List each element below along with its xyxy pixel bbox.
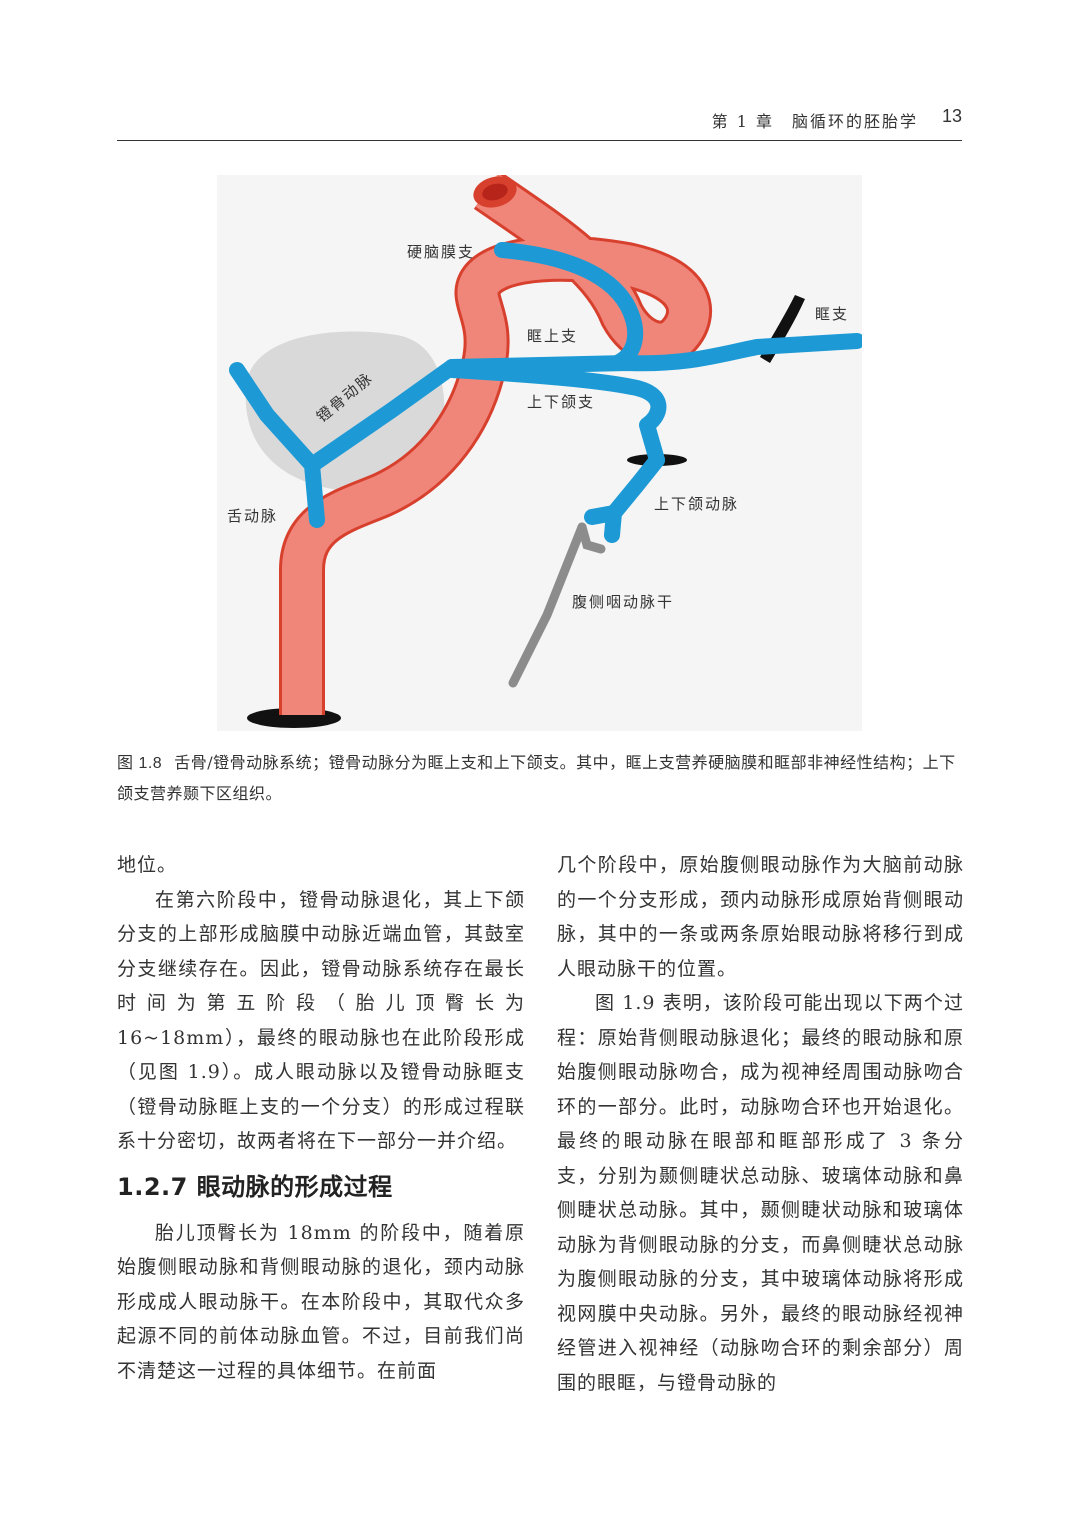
header-page-number: 13 bbox=[941, 106, 962, 126]
body-column-left: 地位。 在第六阶段中，镫骨动脉退化，其上下颌分支的上部形成脑膜中动脉近端血管，其… bbox=[117, 848, 525, 1388]
header-chapter-title: 第 1 章 脑循环的胚胎学 bbox=[711, 112, 918, 131]
label-ventral-pharyngeal-trunk: 腹侧咽动脉干 bbox=[572, 593, 674, 611]
label-maxillomandibular-artery: 上下颌动脉 bbox=[654, 495, 739, 513]
ventral-pharyngeal-trunk-hook bbox=[577, 522, 606, 554]
running-header: 第 1 章 脑循环的胚胎学 13 bbox=[117, 104, 962, 141]
caption-text: 舌骨/镫骨动脉系统；镫骨动脉分为眶上支和上下颌支。其中，眶上支营养硬脑膜和眶部非… bbox=[117, 753, 956, 803]
maxillomandibular-artery-vessel bbox=[604, 452, 665, 543]
label-hyoid-artery: 舌动脉 bbox=[227, 507, 278, 525]
hyoid-artery-vessel bbox=[229, 362, 325, 528]
body-paragraph: 胎儿顶臀长为 18mm 的阶段中，随着原始腹侧眼动脉和背侧眼动脉的退化，颈内动脉… bbox=[117, 1221, 525, 1382]
body-paragraph: 在第六阶段中，镫骨动脉退化，其上下颌分支的上部形成脑膜中动脉近端血管，其鼓室分支… bbox=[117, 888, 525, 1153]
caption-number: 图 1.8 bbox=[117, 755, 163, 772]
label-dural-branch: 硬脑膜支 bbox=[407, 243, 475, 261]
diagram-canvas: 硬脑膜支 眶支 眶上支 镫骨动脉 上下颌支 舌动脉 上下颌动脉 腹侧咽动脉干 bbox=[217, 175, 862, 731]
body-paragraph: 图 1.9 表明，该阶段可能出现以下两个过程：原始背侧眼动脉退化；最终的眼动脉和… bbox=[557, 992, 964, 1394]
stapedial-to-orbit-vessel bbox=[444, 333, 862, 375]
body-paragraph: 几个阶段中，原始腹侧眼动脉作为大脑前动脉的一个分支形成，颈内动脉形成原始背侧眼动… bbox=[557, 854, 964, 980]
maxillomandibular-artery-end bbox=[584, 505, 622, 525]
stapedial-artery-vessel bbox=[304, 359, 460, 473]
figure-stapedial-artery-diagram: 硬脑膜支 眶支 眶上支 镫骨动脉 上下颌支 舌动脉 上下颌动脉 腹侧咽动脉干 bbox=[217, 175, 862, 731]
label-supraorbital-branch: 眶上支 bbox=[527, 327, 578, 345]
branch-vessels bbox=[229, 242, 862, 543]
body-column-right: 几个阶段中，原始腹侧眼动脉作为大脑前动脉的一个分支形成，颈内动脉形成原始背侧眼动… bbox=[557, 848, 964, 1400]
label-orbital-branch: 眶支 bbox=[815, 305, 849, 323]
dural-branch-vessel bbox=[494, 242, 644, 371]
maxillomandibular-branch-vessel bbox=[444, 362, 667, 468]
section-heading: 1.2.7 眼动脉的形成过程 bbox=[117, 1172, 393, 1201]
body-paragraph: 地位。 bbox=[117, 854, 178, 876]
artery-opening-inner bbox=[482, 183, 508, 201]
ventral-pharyngeal-trunk-vessel bbox=[508, 522, 587, 688]
label-maxillomandibular-branch: 上下颌支 bbox=[527, 393, 595, 411]
